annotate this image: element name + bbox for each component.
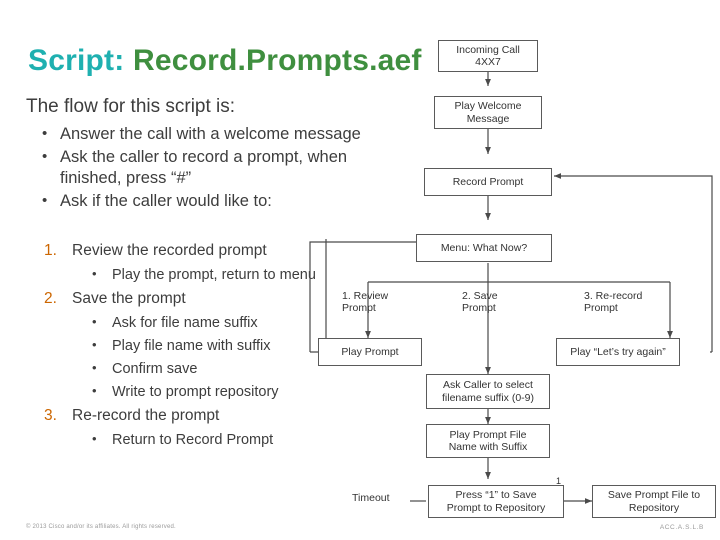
flow-diagram: Incoming Call 4XX7 Play Welcome Message …	[309, 24, 720, 524]
node-play-lets-try-again: Play “Let’s try again”	[556, 338, 680, 366]
numbered-list: 1. Review the recorded prompt • Play the…	[44, 242, 384, 455]
list-item: • Ask for file name suffix	[72, 314, 384, 331]
bullet-marker: •	[92, 337, 97, 352]
node-press-1-to-save: Press “1” to Save Prompt to Repository	[428, 485, 564, 518]
page-title: Script: Record.Prompts.aef	[28, 44, 422, 78]
list-item-label: Play the prompt, return to menu	[112, 267, 316, 283]
node-ask-caller-filename-suffix: Ask Caller to select filename suffix (0-…	[426, 374, 550, 409]
list-item-label: Confirm save	[112, 361, 198, 377]
bullet-marker: •	[42, 148, 48, 166]
node-record-prompt: Record Prompt	[424, 168, 552, 196]
list-item: • Confirm save	[72, 360, 384, 377]
node-play-prompt-file-name-with-suffix: Play Prompt File Name with Suffix	[426, 424, 550, 458]
bullet-marker: •	[92, 266, 97, 281]
list-item: • Play the prompt, return to menu	[72, 266, 384, 283]
node-play-prompt: Play Prompt	[318, 338, 422, 366]
bullet-marker: •	[92, 431, 97, 446]
list-item-number: 1.	[44, 242, 57, 259]
bullet-marker: •	[42, 125, 48, 142]
label-branch-3: 3. Re-record Prompt	[584, 290, 643, 315]
list-item-label: Ask for file name suffix	[112, 315, 258, 331]
bullet-list: • Answer the call with a welcome message…	[34, 124, 364, 214]
list-item-number: 3.	[44, 407, 57, 424]
list-item-label: Ask the caller to record a prompt, when …	[60, 148, 348, 188]
footer-copyright: © 2013 Cisco and/or its affiliates. All …	[26, 524, 176, 530]
list-item-label: Play file name with suffix	[112, 338, 271, 354]
title-prefix: Script:	[28, 44, 133, 77]
list-item: • Ask if the caller would like to:	[34, 191, 364, 212]
list-item: • Write to prompt repository	[72, 383, 384, 400]
list-item-label: Re-record the prompt	[72, 407, 220, 424]
node-menu-what-now: Menu: What Now?	[416, 234, 552, 262]
bullet-marker: •	[92, 314, 97, 329]
list-item: • Play file name with suffix	[72, 337, 384, 354]
list-item: • Return to Record Prompt	[72, 431, 384, 448]
footer-code: ACC.A.S.L.B	[659, 524, 704, 531]
node-incoming-call: Incoming Call 4XX7	[438, 40, 538, 72]
label-one-marker: 1	[556, 476, 562, 486]
title-script-name: Record.Prompts.aef	[132, 44, 422, 77]
list-item: 1. Review the recorded prompt • Play the…	[44, 242, 384, 283]
list-item-label: Answer the call with a welcome message	[60, 125, 361, 143]
node-play-welcome-message: Play Welcome Message	[434, 96, 542, 129]
bullet-marker: •	[42, 192, 48, 210]
node-save-prompt-file-to-repository: Save Prompt File to Repository	[592, 485, 716, 518]
list-item: 2. Save the prompt • Ask for file name s…	[44, 290, 384, 400]
list-item-label: Write to prompt repository	[112, 384, 279, 400]
list-item-number: 2.	[44, 290, 57, 307]
intro-text: The flow for this script is:	[26, 96, 236, 117]
label-timeout: Timeout	[352, 492, 390, 504]
list-item: 3. Re-record the prompt • Return to Reco…	[44, 407, 384, 448]
label-branch-2: 2. Save Prompt	[462, 290, 498, 315]
label-branch-1: 1. Review Prompt	[342, 290, 389, 315]
list-item: • Answer the call with a welcome message	[34, 124, 364, 145]
bullet-marker: •	[92, 360, 97, 375]
diagram-connectors	[309, 72, 713, 504]
list-item-label: Review the recorded prompt	[72, 242, 267, 259]
list-item: • Ask the caller to record a prompt, whe…	[34, 147, 364, 189]
list-item-label: Save the prompt	[72, 290, 186, 307]
bullet-marker: •	[92, 383, 97, 398]
list-item-label: Return to Record Prompt	[112, 432, 274, 448]
list-item-label: Ask if the caller would like to:	[60, 192, 272, 211]
